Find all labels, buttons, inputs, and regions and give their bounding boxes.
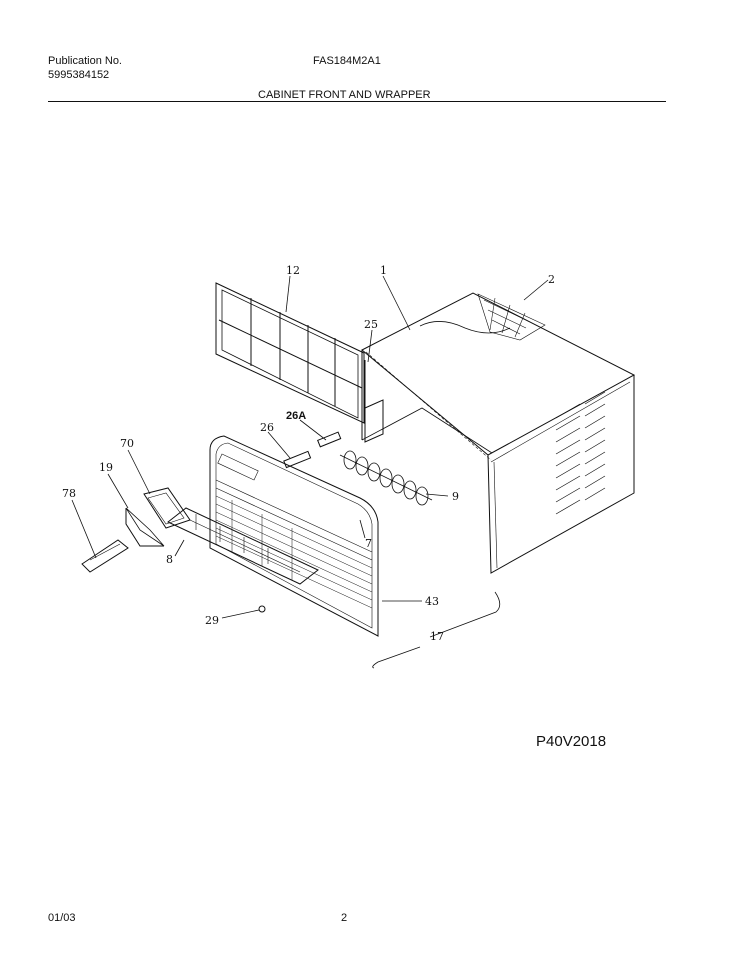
- callout-25: 25: [364, 318, 378, 331]
- header-rule: [48, 101, 666, 102]
- model-number: FAS184M2A1: [313, 55, 381, 67]
- side-louvers: [555, 391, 606, 515]
- callout-19: 19: [99, 461, 113, 474]
- control-box: [143, 487, 191, 529]
- callout-43: 43: [425, 595, 439, 608]
- callout-7: 7: [365, 537, 372, 550]
- callout-26: 26: [260, 421, 274, 434]
- callout-2: 2: [548, 273, 555, 286]
- callout-26a: 26A: [286, 410, 306, 422]
- leader-lines: [71, 275, 549, 669]
- page-number: 2: [341, 912, 348, 924]
- callout-1: 1: [380, 264, 387, 277]
- cabinet-wrapper: [361, 292, 636, 574]
- publication-label: Publication No.: [48, 55, 122, 67]
- illustration-code: P40V2018: [536, 733, 607, 750]
- publication-number: 5995384152: [48, 69, 110, 81]
- screw: [258, 605, 266, 613]
- display-lens: [125, 507, 165, 547]
- control-panel: [167, 507, 319, 585]
- remote-control: [81, 539, 129, 573]
- callout-9: 9: [452, 490, 459, 503]
- insulation-pad: [477, 293, 546, 341]
- filter-frame: [215, 282, 365, 424]
- callout-29: 29: [205, 614, 219, 627]
- coil-tubing: [339, 450, 433, 506]
- callout-78: 78: [62, 487, 76, 500]
- bracket: [364, 360, 384, 443]
- callout-17: 17: [430, 630, 444, 643]
- clips: [283, 431, 342, 469]
- callout-8: 8: [166, 553, 173, 566]
- front-grille: [209, 435, 379, 637]
- callout-70: 70: [120, 437, 134, 450]
- section-title: CABINET FRONT AND WRAPPER: [258, 89, 431, 101]
- callout-12: 12: [286, 264, 300, 277]
- footer-date: 01/03: [48, 912, 76, 924]
